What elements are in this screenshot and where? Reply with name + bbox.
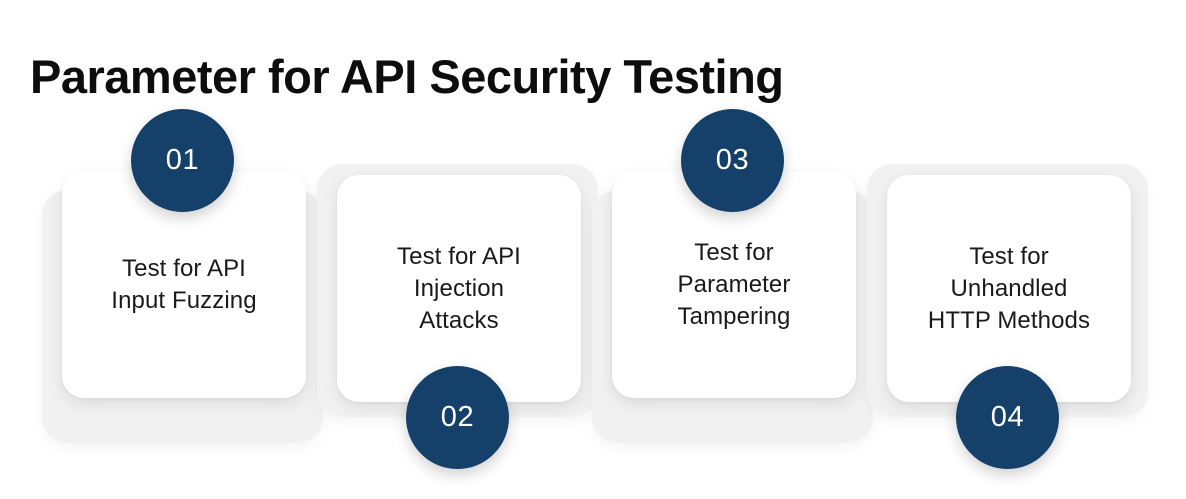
step-number-3: 03 <box>715 144 750 176</box>
step-number-2: 02 <box>440 401 475 433</box>
step-badge-1[interactable]: 01 <box>131 109 234 212</box>
step-badge-4[interactable]: 04 <box>956 366 1059 469</box>
step-badge-3[interactable]: 03 <box>681 109 784 212</box>
step-number-1: 01 <box>165 144 200 176</box>
step-number-4: 04 <box>990 401 1025 433</box>
page-title: Parameter for API Security Testing <box>30 50 784 104</box>
step-badge-2[interactable]: 02 <box>406 366 509 469</box>
